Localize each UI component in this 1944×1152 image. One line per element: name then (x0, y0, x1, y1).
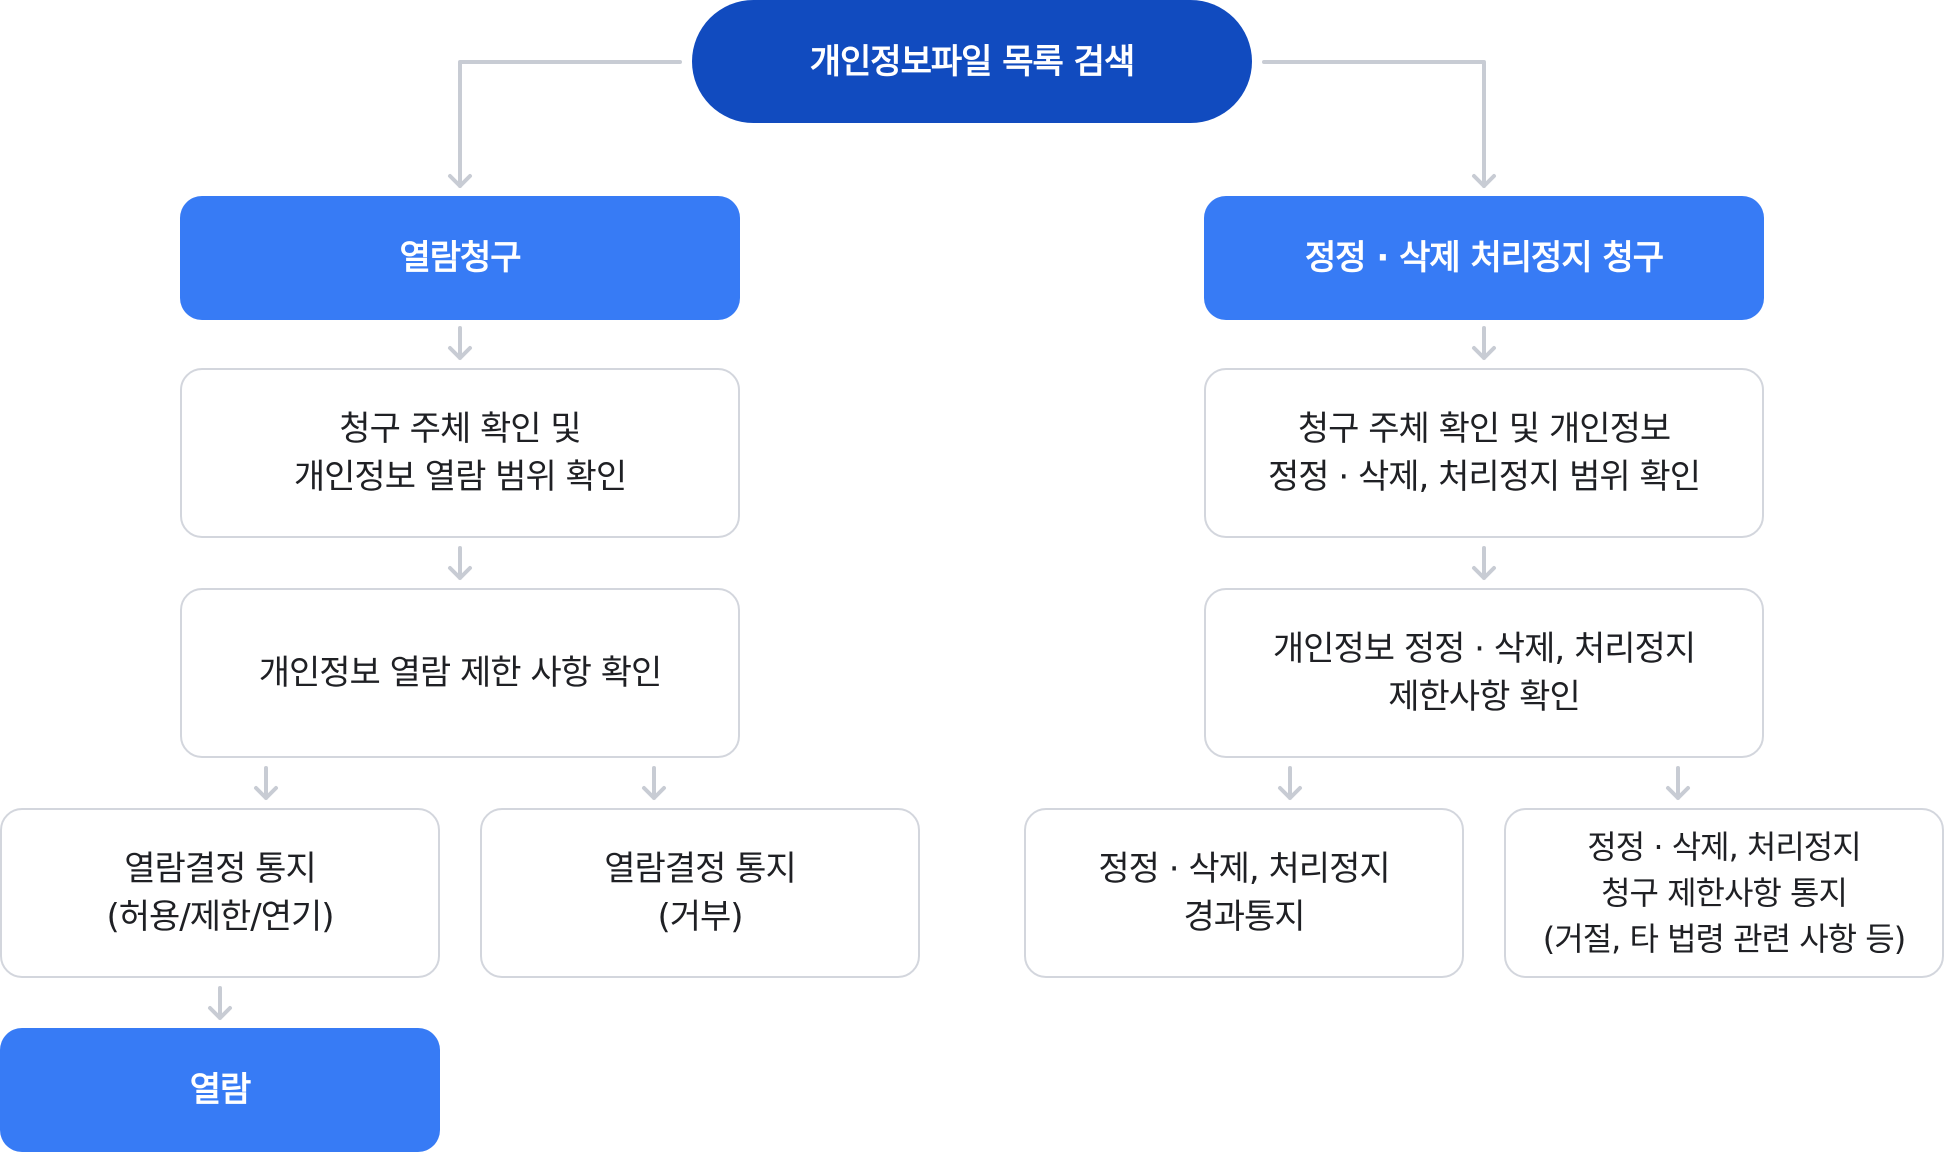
connector-root-left (458, 60, 682, 188)
left-final-node: 열람 (0, 1028, 440, 1152)
left-outcome-deny-label: 열람결정 통지 (거부) (604, 849, 796, 937)
arrow-right-request-step1 (1472, 326, 1496, 360)
arrow-left-step2-allow (254, 766, 278, 800)
right-step1-label: 청구 주체 확인 및 개인정보 정정 · 삭제, 처리정지 범위 확인 (1267, 409, 1701, 497)
left-outcome-deny-node: 열람결정 통지 (거부) (480, 808, 920, 978)
right-step2-label: 개인정보 정정 · 삭제, 처리정지 제한사항 확인 (1272, 629, 1696, 717)
left-step2-label: 개인정보 열람 제한 사항 확인 (258, 653, 663, 693)
left-outcome-allow-node: 열람결정 통지 (허용/제한/연기) (0, 808, 440, 978)
arrow-left-step2-deny (642, 766, 666, 800)
right-request-node: 정정 · 삭제 처리정지 청구 (1204, 196, 1764, 320)
root-node-file-list-search: 개인정보파일 목록 검색 (692, 0, 1252, 123)
right-outcome-restrict-node: 정정 · 삭제, 처리정지 청구 제한사항 통지 (거절, 타 법령 관련 사항… (1504, 808, 1944, 978)
right-step2-node: 개인정보 정정 · 삭제, 처리정지 제한사항 확인 (1204, 588, 1764, 758)
arrow-head-root-right (1472, 174, 1496, 188)
right-outcome-result-label: 정정 · 삭제, 처리정지 경과통지 (1098, 849, 1390, 937)
right-outcome-result-node: 정정 · 삭제, 처리정지 경과통지 (1024, 808, 1464, 978)
left-request-label: 열람청구 (399, 238, 521, 278)
arrow-left-step1-step2 (448, 546, 472, 580)
connector-root-right (1262, 60, 1486, 188)
left-request-node: 열람청구 (180, 196, 740, 320)
left-final-label: 열람 (189, 1070, 252, 1110)
root-node-label: 개인정보파일 목록 검색 (809, 41, 1135, 82)
arrow-right-step2-restrict (1666, 766, 1690, 800)
arrow-head-root-left (448, 174, 472, 188)
left-outcome-allow-label: 열람결정 통지 (허용/제한/연기) (106, 849, 334, 937)
right-step1-node: 청구 주체 확인 및 개인정보 정정 · 삭제, 처리정지 범위 확인 (1204, 368, 1764, 538)
arrow-right-step1-step2 (1472, 546, 1496, 580)
left-step1-label: 청구 주체 확인 및 개인정보 열람 범위 확인 (293, 409, 627, 497)
left-step1-node: 청구 주체 확인 및 개인정보 열람 범위 확인 (180, 368, 740, 538)
right-request-label: 정정 · 삭제 처리정지 청구 (1304, 238, 1664, 278)
arrow-right-step2-result (1278, 766, 1302, 800)
left-step2-node: 개인정보 열람 제한 사항 확인 (180, 588, 740, 758)
arrow-left-allow-final (208, 986, 232, 1020)
right-outcome-restrict-label: 정정 · 삭제, 처리정지 청구 제한사항 통지 (거절, 타 법령 관련 사항… (1542, 828, 1906, 958)
arrow-left-request-step1 (448, 326, 472, 360)
